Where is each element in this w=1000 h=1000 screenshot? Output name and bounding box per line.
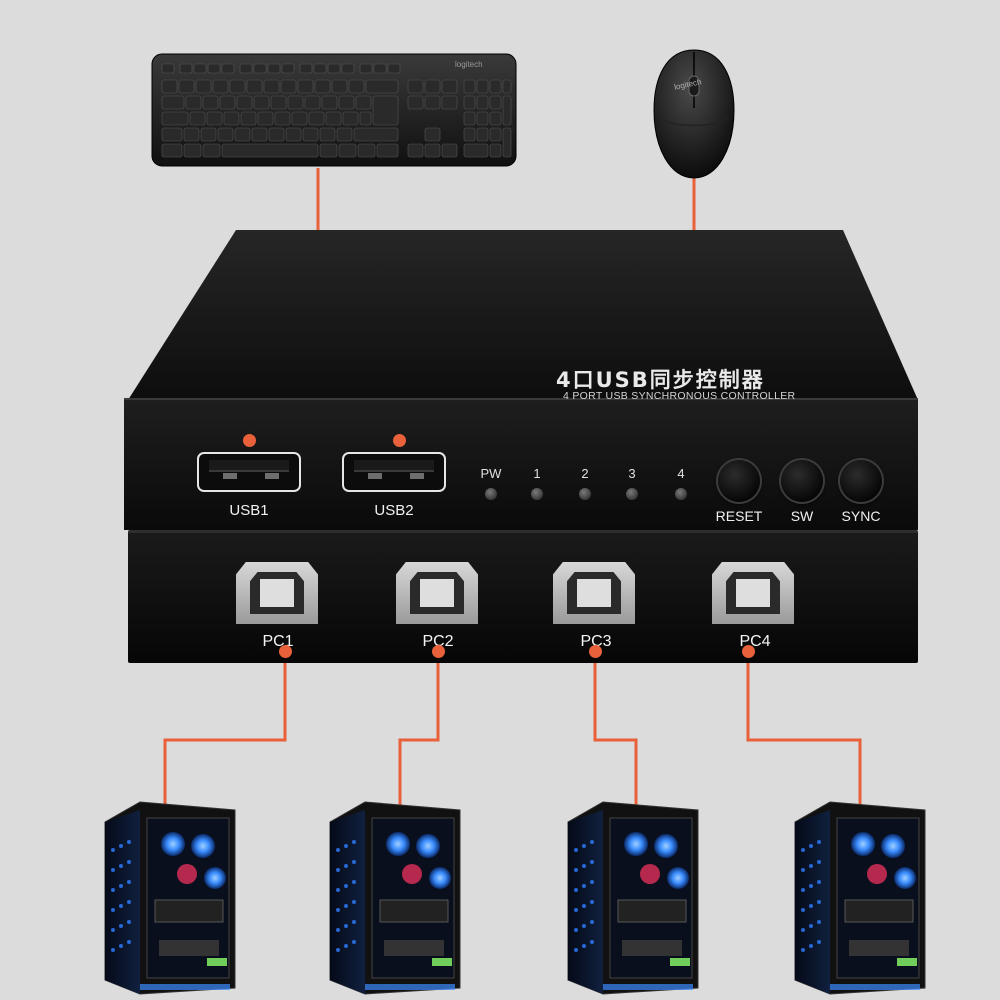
pw-indicator-led xyxy=(485,488,497,500)
pc2-usb-b-port[interactable] xyxy=(396,562,478,624)
pc2-port-core xyxy=(420,579,454,607)
pc1-connection-dot xyxy=(279,645,292,658)
pw-indicator-label: PW xyxy=(480,466,502,481)
sw-button[interactable] xyxy=(781,460,823,502)
pc4-cable xyxy=(746,650,862,810)
pc3-indicator-label: 3 xyxy=(628,466,636,481)
pc3-connection-dot xyxy=(589,645,602,658)
pc3-usb-b-port[interactable] xyxy=(553,562,635,624)
pc2-indicator-led xyxy=(579,488,591,500)
usb1-port-pin xyxy=(265,473,279,479)
pc4-connection-dot xyxy=(742,645,755,658)
usb1-connection-dot xyxy=(243,434,256,447)
pc1-cable xyxy=(163,650,287,810)
usb1-port-pin xyxy=(223,473,237,479)
sync-button-label: SYNC xyxy=(841,508,881,524)
keyboard-graphic xyxy=(151,53,517,167)
mouse: logitech xyxy=(650,48,738,180)
pc3-tower xyxy=(567,801,699,995)
device-top-surface xyxy=(128,230,918,400)
pc4-indicator-led xyxy=(675,488,687,500)
pc4-label: PC4 xyxy=(739,633,771,650)
pc4-usb-b-port[interactable] xyxy=(712,562,794,624)
pc1-indicator-label: 1 xyxy=(533,466,541,481)
device-subtitle: 4 PORT USB SYNCHRONOUS CONTROLLER xyxy=(563,390,796,402)
pc4-indicator-label: 4 xyxy=(677,466,685,481)
pc3-indicator-led xyxy=(626,488,638,500)
pc1-label: PC1 xyxy=(262,633,294,650)
device-title: 4口USB同步控制器 xyxy=(556,368,765,392)
pc2-label: PC2 xyxy=(422,633,454,650)
reset-button-label: RESET xyxy=(715,508,763,524)
reset-button[interactable] xyxy=(718,460,760,502)
mouse-graphic xyxy=(653,49,735,179)
keyboard-brand-logo: logitech xyxy=(455,60,483,69)
pc4-port-core xyxy=(736,579,770,607)
sw-button-label: SW xyxy=(790,508,814,524)
usb2-port[interactable] xyxy=(342,452,446,492)
pc1-usb-b-port[interactable] xyxy=(236,562,318,624)
pc2-indicator-label: 2 xyxy=(581,466,589,481)
usb2-port-tongue xyxy=(354,460,434,472)
pc1-indicator-led xyxy=(531,488,543,500)
pc3-port-core xyxy=(577,579,611,607)
usb1-label: USB1 xyxy=(229,502,269,519)
usb1-port-tongue xyxy=(209,460,289,472)
pc2-cable xyxy=(398,650,440,810)
usb2-label: USB2 xyxy=(374,502,414,519)
pc3-cable xyxy=(593,650,638,810)
pc2-connection-dot xyxy=(432,645,445,658)
pc4-tower xyxy=(794,801,926,995)
usb2-port-pin xyxy=(368,473,382,479)
usb1-port[interactable] xyxy=(197,452,301,492)
usb2-port-pin xyxy=(410,473,424,479)
pc2-tower xyxy=(329,801,461,995)
pc1-tower xyxy=(104,801,236,995)
keyboard: logitech xyxy=(150,52,518,170)
usb2-connection-dot xyxy=(393,434,406,447)
pc3-label: PC3 xyxy=(580,633,612,650)
pc1-port-core xyxy=(260,579,294,607)
sync-button[interactable] xyxy=(840,460,882,502)
